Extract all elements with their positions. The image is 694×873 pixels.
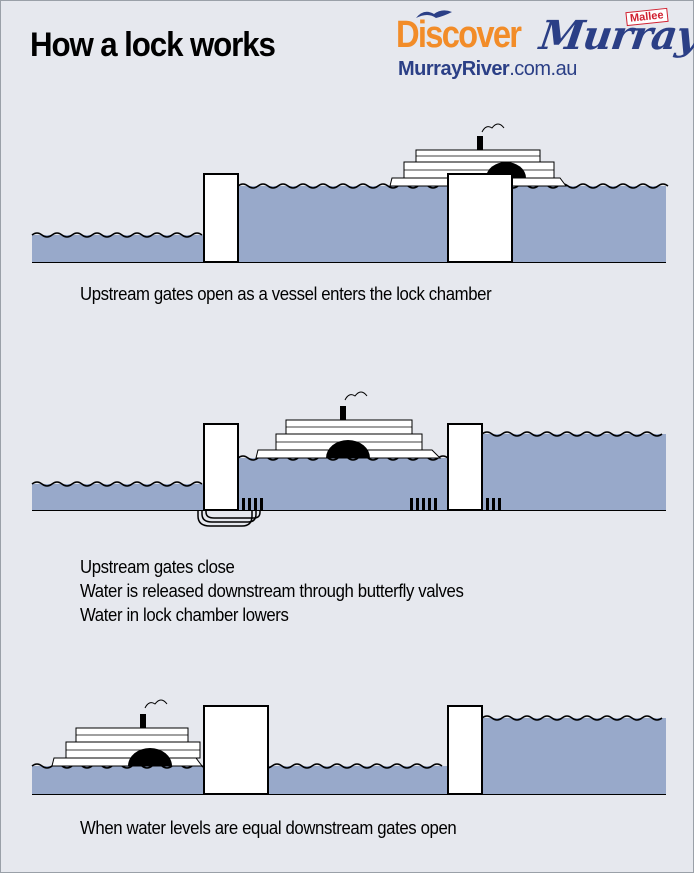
step-3-caption: When water levels are equal downstream g… <box>80 816 457 840</box>
step-1-caption: Upstream gates open as a vessel enters t… <box>80 282 492 306</box>
step-3-illustration <box>31 699 666 795</box>
caption-line: When water levels are equal downstream g… <box>80 818 457 838</box>
caption-line: Water is released downstream through but… <box>80 581 464 601</box>
step-2-caption: Upstream gates close Water is released d… <box>80 555 464 627</box>
downstream-gate-open <box>203 705 269 795</box>
logo-url: MurrayRiver.com.au <box>398 58 577 81</box>
discover-murray-logo[interactable]: Discover Murray Mallee MurrayRiver.com.a… <box>392 6 694 90</box>
logo-murray-text: Murray <box>536 12 694 59</box>
upstream-water <box>482 718 666 794</box>
caption-line: Water in lock chamber lowers <box>80 605 289 625</box>
page-title: How a lock works <box>30 26 276 64</box>
upstream-gate <box>447 705 483 795</box>
downstream-water <box>32 235 204 262</box>
logo-discover-text: Discover <box>396 14 522 56</box>
downstream-water <box>32 484 204 510</box>
paddle-steamer <box>51 699 203 767</box>
paddle-steamer <box>255 391 442 459</box>
logo-url-rest: .com.au <box>509 58 577 80</box>
step-1-illustration <box>31 123 669 263</box>
logo-url-bold: MurrayRiver <box>398 58 510 80</box>
caption-line: Upstream gates close <box>80 557 235 577</box>
butterfly-valves <box>242 498 501 510</box>
upstream-gate-open <box>447 173 513 263</box>
culvert-pipes <box>197 510 261 527</box>
downstream-gate <box>203 173 239 263</box>
step-2-illustration <box>31 391 666 527</box>
upstream-gate <box>447 423 483 511</box>
paddle-steamer <box>389 123 567 187</box>
caption-line: Upstream gates open as a vessel enters t… <box>80 284 492 304</box>
pelican-icon <box>416 10 452 18</box>
downstream-gate <box>203 423 239 511</box>
upstream-water <box>482 434 666 510</box>
